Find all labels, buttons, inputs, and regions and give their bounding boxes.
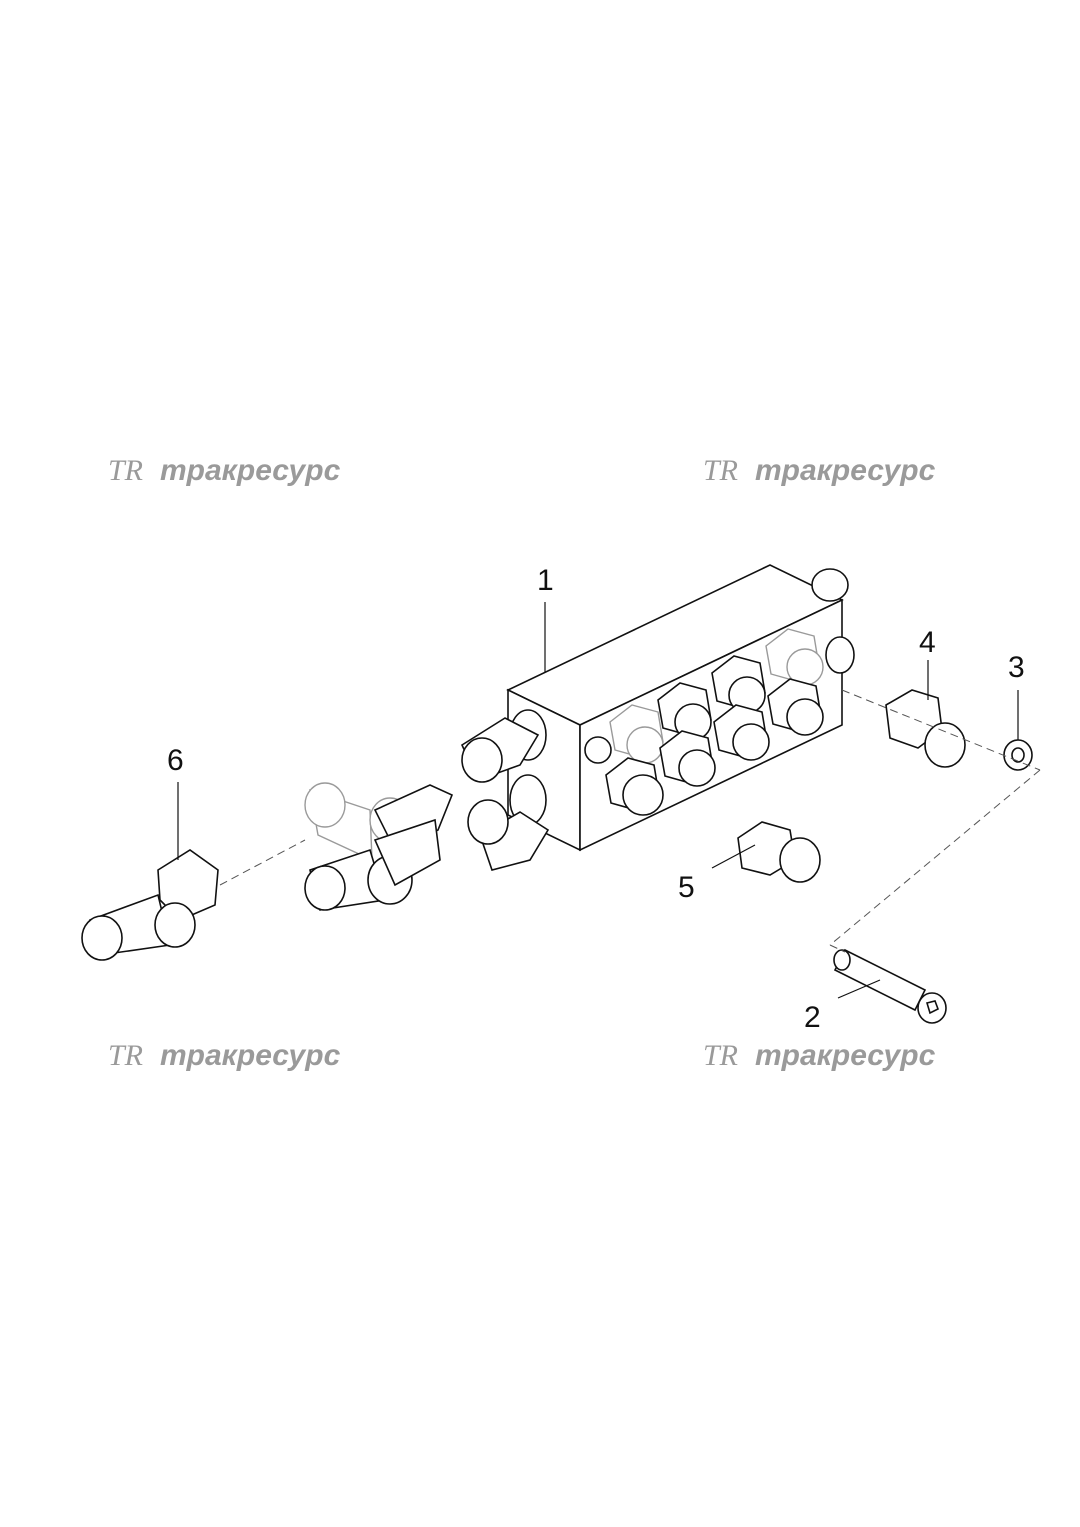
callout-5: 5 [678, 871, 695, 904]
part-5-adapter [737, 821, 821, 883]
watermark-logo: TR [108, 454, 143, 487]
part-4-adapter [885, 689, 966, 768]
part-6-tee [81, 839, 306, 961]
callout-3: 3 [1008, 651, 1025, 684]
watermark-bottom-right: TR тракресурс [703, 1039, 936, 1072]
watermark-text: тракресурс [160, 454, 341, 487]
assembly-lines [829, 689, 1041, 953]
callout-4: 4 [919, 626, 936, 659]
callout-1: 1 [537, 564, 554, 597]
fitting-row-bottom [605, 678, 824, 816]
attached-tees [304, 717, 550, 911]
part-2-bolt [833, 948, 947, 1024]
watermark-text: тракресурс [160, 1039, 341, 1072]
watermark-text: тракресурс [755, 454, 936, 487]
watermark-logo: TR [108, 1039, 143, 1072]
callout-6: 6 [167, 744, 184, 777]
callout-2: 2 [804, 1001, 821, 1034]
watermark-logo: TR [703, 1039, 738, 1072]
manifold-fittings [584, 628, 824, 816]
watermark-top-left: TR тракресурс [108, 454, 341, 487]
fitting-row-top [609, 628, 824, 764]
watermark-logo: TR [703, 454, 738, 487]
assembly-line-6 [219, 839, 306, 886]
watermark-top-right: TR тракресурс [703, 454, 936, 487]
leader-lines [177, 602, 1019, 999]
watermark-bottom-left: TR тракресурс [108, 1039, 341, 1072]
watermark-text: тракресурс [755, 1039, 936, 1072]
